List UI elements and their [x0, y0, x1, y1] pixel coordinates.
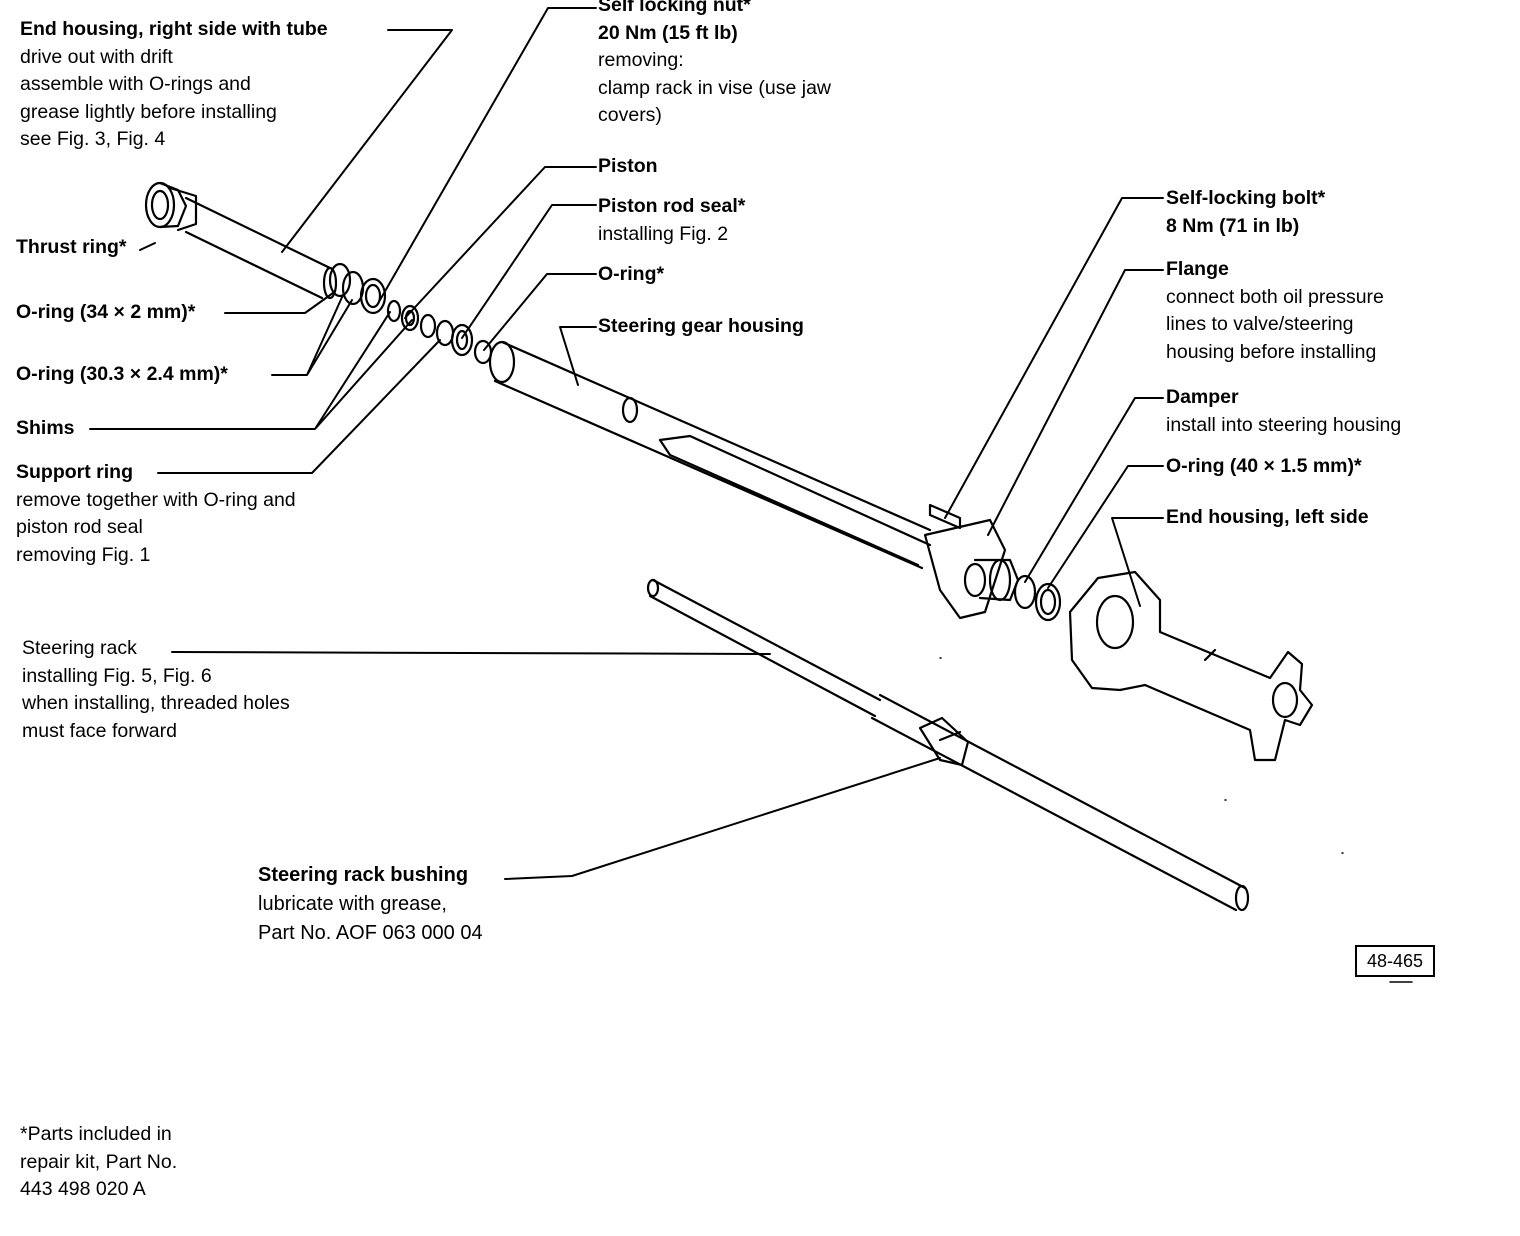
callout-title: Steering gear housing: [598, 315, 804, 337]
callout-shims: Shims: [16, 415, 75, 443]
callout-line: removing Fig. 1: [16, 543, 151, 566]
callout-torque: 8 Nm (71 in lb): [1166, 214, 1300, 237]
callout-title: Shims: [16, 417, 75, 439]
steering-gear-housing-part: [488, 340, 962, 570]
callout-title: Flange: [1166, 258, 1229, 280]
callout-support-ring: Support ring remove together with O-ring…: [16, 459, 296, 569]
footnote-line: repair kit, Part No.: [20, 1150, 178, 1173]
footnote-line: 443 498 020 A: [20, 1178, 146, 1200]
callout-line: covers): [598, 104, 662, 126]
callout-line: grease lightly before installing: [20, 100, 277, 123]
callout-line: piston rod seal: [16, 516, 143, 538]
orings-group: [328, 262, 493, 365]
callout-line: lubricate with grease,: [258, 893, 447, 915]
callout-oring-40: O-ring (40 × 1.5 mm)*: [1166, 453, 1362, 481]
footnote-line: *Parts included in: [20, 1123, 172, 1145]
callout-title: O-ring (40 × 1.5 mm)*: [1166, 455, 1362, 477]
callout-steering-rack-bushing: Steering rack bushing lubricate with gre…: [258, 861, 483, 948]
callout-end-housing-left: End housing, left side: [1166, 504, 1369, 532]
flange-part: [923, 518, 1020, 620]
callout-end-housing-right: End housing, right side with tube drive …: [20, 16, 328, 154]
callout-oring-small: O-ring*: [598, 261, 664, 289]
callout-line: assemble with O-rings and: [20, 73, 251, 95]
callout-line: housing before installing: [1166, 340, 1377, 363]
end-housing-right-part: [144, 181, 338, 300]
callout-title: Steering rack: [22, 637, 137, 659]
callout-title: O-ring*: [598, 263, 665, 285]
callout-title: Piston rod seal*: [598, 195, 746, 217]
callout-title: End housing, left side: [1166, 506, 1369, 528]
callout-flange: Flange connect both oil pressure lines t…: [1166, 256, 1384, 366]
callout-steering-rack: Steering rack installing Fig. 5, Fig. 6 …: [22, 635, 290, 745]
footnote: *Parts included in repair kit, Part No. …: [20, 1121, 177, 1204]
callout-piston-rod-seal: Piston rod seal* installing Fig. 2: [598, 193, 745, 248]
callout-piston: Piston: [598, 153, 658, 181]
callout-line: install into steering housing: [1166, 413, 1402, 436]
callout-title: O-ring (30.3 × 2.4 mm)*: [16, 363, 228, 385]
callout-self-locking-nut: Self locking nut* 20 Nm (15 ft lb) remov…: [598, 0, 831, 130]
callout-line: see Fig. 3, Fig. 4: [20, 128, 166, 150]
callout-title: O-ring (34 × 2 mm)*: [16, 301, 196, 323]
callout-line: Part No. AOF 063 000 04: [258, 922, 483, 944]
callout-torque: 20 Nm (15 ft lb): [598, 21, 738, 44]
callout-title: End housing, right side with tube: [20, 18, 328, 40]
callout-title: Self-locking bolt*: [1166, 187, 1326, 209]
callout-line: removing:: [598, 49, 684, 71]
callout-title: Steering rack bushing: [258, 864, 469, 886]
specks: [939, 657, 1413, 983]
callout-line: clamp rack in vise (use jaw: [598, 76, 831, 99]
callout-title: Piston: [598, 155, 658, 177]
callout-self-locking-bolt: Self-locking bolt* 8 Nm (71 in lb): [1166, 185, 1325, 240]
damper-part: [1013, 574, 1062, 622]
end-housing-left-part: [1068, 570, 1314, 762]
callout-title: Damper: [1166, 386, 1239, 408]
steering-rack-part: [646, 578, 1250, 912]
figure-number: 48-465: [1355, 945, 1435, 977]
callout-damper: Damper install into steering housing: [1166, 384, 1401, 439]
callout-oring-34: O-ring (34 × 2 mm)*: [16, 299, 195, 327]
callout-thrust-ring: Thrust ring*: [16, 234, 127, 262]
callout-steering-gear-housing: Steering gear housing: [598, 313, 804, 341]
callout-line: must face forward: [22, 719, 177, 742]
leader-lines: [89, 7, 1164, 880]
callout-oring-30: O-ring (30.3 × 2.4 mm)*: [16, 361, 228, 389]
callout-line: installing Fig. 2: [598, 222, 729, 245]
callout-title: Thrust ring*: [16, 236, 127, 258]
callout-title: Self locking nut*: [598, 0, 751, 16]
callout-line: drive out with drift: [20, 45, 173, 68]
callout-line: connect both oil pressure: [1166, 285, 1384, 308]
callout-line: lines to valve/steering: [1166, 313, 1354, 335]
callout-line: installing Fig. 5, Fig. 6: [22, 664, 212, 687]
callout-line: remove together with O-ring and: [16, 488, 296, 511]
callout-title: Support ring: [16, 461, 133, 483]
callout-line: when installing, threaded holes: [22, 692, 290, 714]
